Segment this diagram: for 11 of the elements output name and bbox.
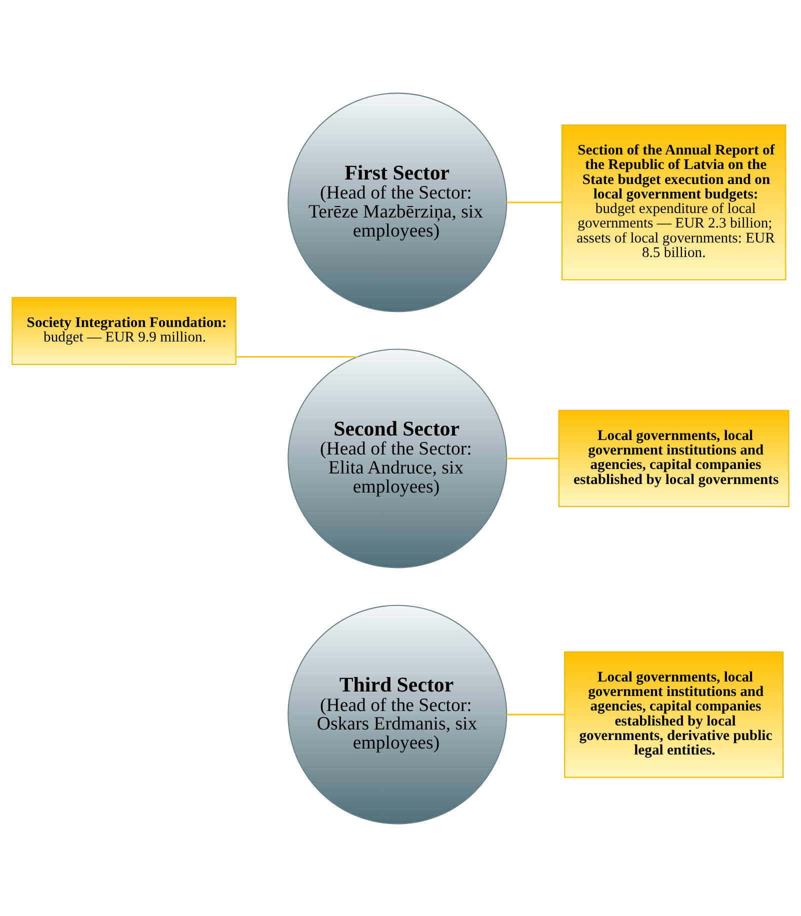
node-circle: Third Sector (Head of the Sector: Oskars Erdmanis, six employees)	[288, 604, 508, 824]
connector	[506, 713, 564, 715]
node-box: Local governments, local government institutions and agencies, capital companies established by local governments	[558, 409, 790, 507]
node-box: Society Integration Foundation: budget — EUR 9.9 million.	[12, 296, 236, 364]
connector	[506, 201, 562, 203]
node-box: Section of the Annual Report of the Republic of Latvia on the State budget execution and on local government budgets: budget expenditure of local governments — EUR 2.3 billion; assets of local governments: EUR 8.5 billion.	[561, 124, 786, 280]
connector	[236, 356, 358, 358]
node-box: Local governments, local government institutions and agencies, capital companies established by local governments, derivative public legal entities.	[564, 650, 784, 778]
node-circle: Second Sector (Head of the Sector: Elita Andruce, six employees)	[288, 348, 508, 568]
node-circle: First Sector (Head of the Sector: Terēze Mazbērziņa, six employees)	[288, 92, 508, 312]
connector	[506, 457, 559, 459]
